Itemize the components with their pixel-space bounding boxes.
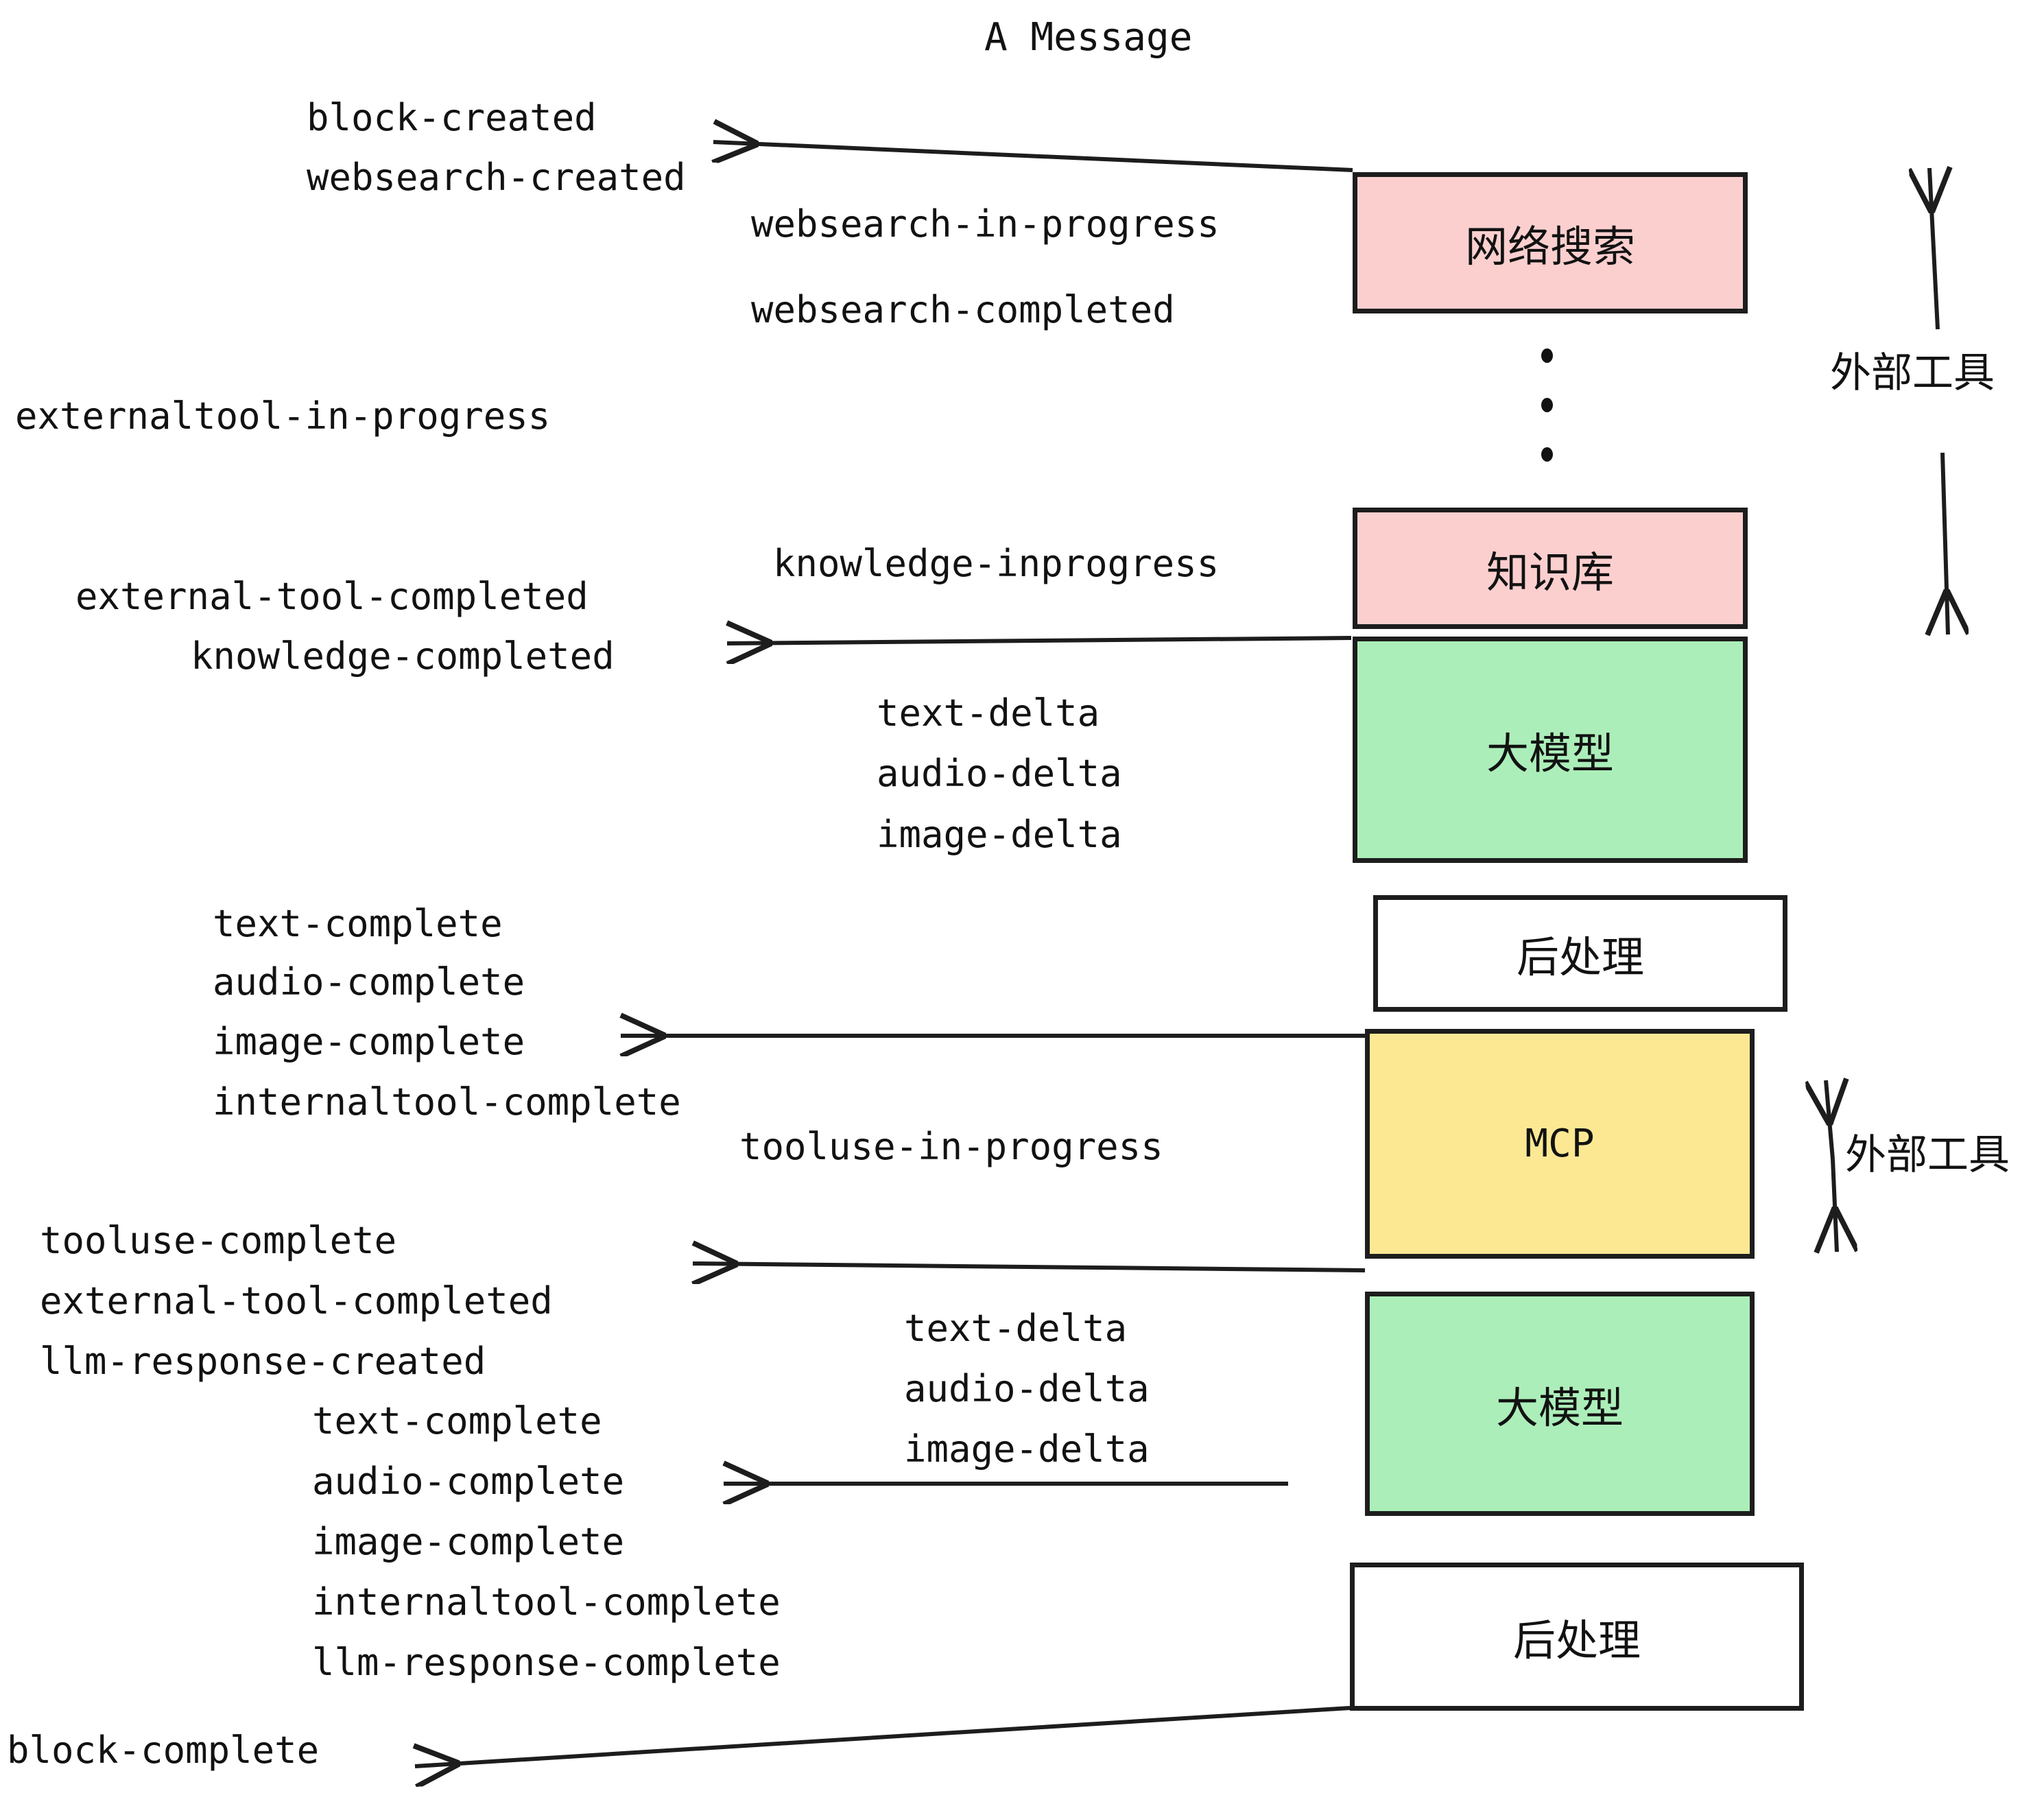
event-block-created: block-created (307, 96, 597, 139)
box-llm-top-label: 大模型 (1486, 731, 1614, 778)
event-llm-response-complete: llm-response-complete (312, 1641, 781, 1684)
event-text-complete-bottom: text-complete (312, 1399, 602, 1443)
arrow-external-tools-top-down (1942, 452, 1948, 634)
event-text-delta-top: text-delta (877, 691, 1100, 735)
box-mcp-label: MCP (1525, 1121, 1595, 1166)
box-llm-bottom-label: 大模型 (1495, 1384, 1624, 1432)
box-llm-top[interactable]: 大模型 (1353, 637, 1748, 863)
external-tools-bottom-label: 外部工具 (1845, 1132, 2010, 1178)
event-websearch-in-progress: websearch-in-progress (751, 202, 1220, 246)
box-websearch-label: 网络搜索 (1464, 224, 1635, 271)
vertical-ellipsis-icon (1540, 348, 1554, 462)
ellipsis-dot (1541, 348, 1553, 363)
box-knowledge-label: 知识库 (1486, 549, 1614, 597)
event-external-tool-completed-2: external-tool-completed (40, 1279, 553, 1322)
event-text-complete-top: text-complete (213, 902, 503, 945)
box-postprocess-bottom[interactable]: 后处理 (1350, 1563, 1804, 1711)
ellipsis-dot (1541, 447, 1553, 462)
event-externaltool-in-progress: externaltool-in-progress (15, 394, 551, 438)
event-tooluse-complete: tooluse-complete (40, 1219, 397, 1262)
arrow-external-tools-bottom-up (1826, 1080, 1833, 1160)
event-knowledge-inprogress: knowledge-inprogress (773, 542, 1220, 585)
ellipsis-dot (1541, 398, 1553, 412)
event-tooluse-in-progress: tooluse-in-progress (739, 1125, 1163, 1168)
diagram-title: A Message (984, 15, 1193, 60)
arrow-external-tools-top-up (1929, 168, 1938, 330)
box-postprocess-top-label: 后处理 (1516, 934, 1644, 982)
event-external-tool-completed: external-tool-completed (75, 575, 589, 618)
event-text-delta-bottom: text-delta (904, 1307, 1128, 1350)
event-image-delta-bottom: image-delta (904, 1427, 1150, 1471)
event-websearch-created: websearch-created (307, 156, 686, 199)
box-websearch[interactable]: 网络搜索 (1353, 172, 1748, 313)
box-llm-bottom[interactable]: 大模型 (1365, 1292, 1755, 1516)
event-knowledge-completed: knowledge-completed (191, 634, 615, 678)
event-audio-complete-top: audio-complete (213, 960, 525, 1004)
event-image-delta-top: image-delta (877, 813, 1122, 856)
event-image-complete-bottom: image-complete (312, 1520, 625, 1563)
box-postprocess-bottom-label: 后处理 (1512, 1617, 1641, 1665)
arrow-knowledge-to-completed (727, 638, 1352, 643)
box-mcp[interactable]: MCP (1365, 1029, 1755, 1259)
arrow-mcp-to-tooluse-complete (693, 1263, 1366, 1270)
arrow-external-tools-bottom-down (1833, 1159, 1837, 1252)
arrow-postprocess-to-block-complete (415, 1706, 1351, 1766)
box-postprocess-top[interactable]: 后处理 (1373, 895, 1787, 1012)
event-audio-complete-bottom: audio-complete (312, 1460, 625, 1503)
event-llm-response-created: llm-response-created (40, 1340, 486, 1383)
event-image-complete-top: image-complete (213, 1020, 525, 1063)
event-block-complete: block-complete (7, 1729, 320, 1772)
event-audio-delta-top: audio-delta (877, 752, 1122, 795)
arrow-websearch-to-block-created (713, 142, 1353, 172)
external-tools-top-label: 外部工具 (1830, 350, 1995, 396)
event-internaltool-complete-bottom: internaltool-complete (312, 1580, 781, 1624)
event-websearch-completed: websearch-completed (751, 288, 1175, 331)
event-internaltool-complete-top: internaltool-complete (213, 1080, 681, 1124)
event-audio-delta-bottom: audio-delta (904, 1367, 1150, 1410)
box-knowledge[interactable]: 知识库 (1353, 508, 1748, 629)
